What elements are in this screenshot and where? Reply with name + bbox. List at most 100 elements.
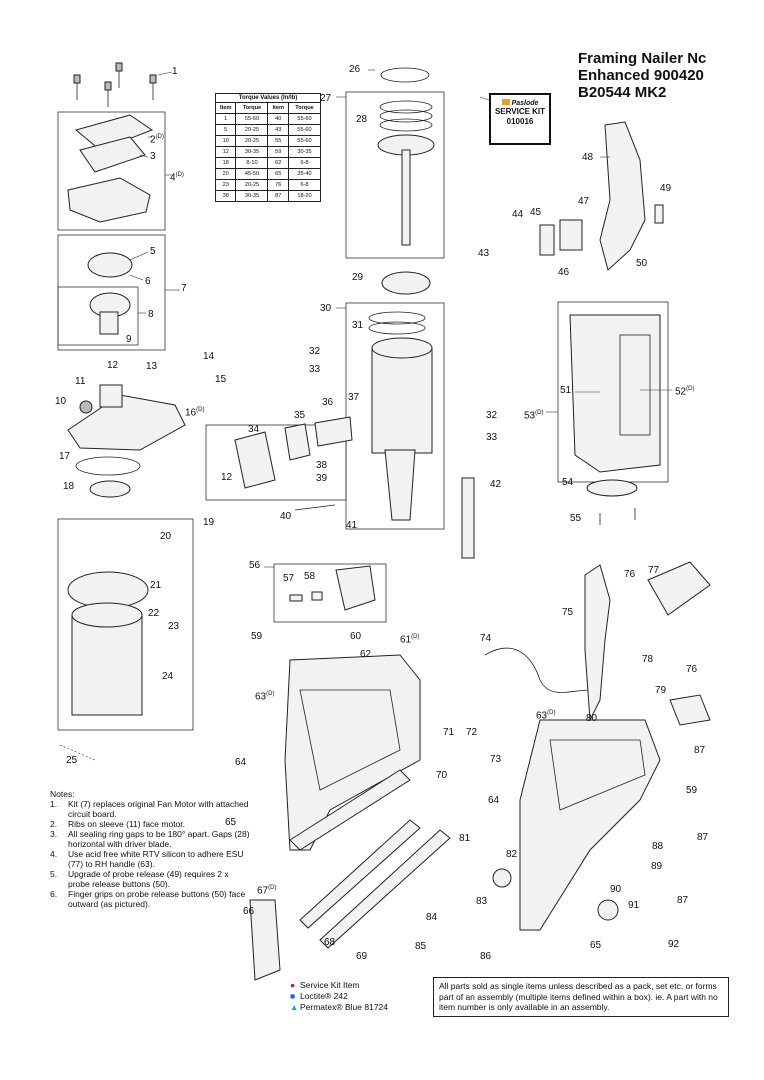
callout-number: 47 (578, 196, 590, 207)
legend-label: Service Kit Item (300, 980, 360, 990)
callout-number: 89 (651, 861, 663, 872)
callout-suffix: (D) (155, 134, 164, 140)
part-callout-87: 87 (677, 895, 688, 906)
part-callout-59: 59 (686, 785, 697, 796)
part-callout-30: 30 (320, 303, 331, 314)
service-kit-box: Paslode SERVICE KIT 010016 (489, 93, 551, 145)
notes-list: 1.Kit (7) replaces original Fan Motor wi… (50, 799, 250, 909)
note-text: All sealing ring gaps to be 180° apart. … (68, 829, 250, 849)
callout-number: 36 (322, 397, 334, 408)
torque-table-cell: 55-60 (287, 135, 322, 147)
callout-number: 23 (168, 621, 180, 632)
part-callout-65: 65 (590, 940, 601, 951)
torque-table-cell: 55 (267, 135, 289, 147)
torque-table-cell: 6-8 (287, 179, 322, 191)
torque-header-item-1: Item (214, 102, 237, 114)
callout-number: 68 (324, 937, 336, 948)
callout-number: 1 (172, 66, 178, 77)
callout-number: 78 (642, 654, 654, 665)
part-callout-88: 88 (652, 841, 663, 852)
part-callout-22: 22 (148, 608, 159, 619)
part-callout-86: 86 (480, 951, 491, 962)
part-callout-87: 87 (697, 832, 708, 843)
part-callout-78: 78 (642, 654, 653, 665)
torque-table-header-row: Item Torque Item Torque (214, 102, 322, 114)
permatex-triangle-icon: ▲ (290, 1002, 299, 1012)
part-callout-42: 42 (490, 479, 501, 490)
callout-number: 59 (686, 785, 698, 796)
callout-number: 75 (562, 607, 574, 618)
part-callout-63: 63(D) (536, 708, 555, 721)
callout-number: 21 (150, 580, 162, 591)
part-callout-49: 49 (660, 183, 671, 194)
torque-table-cell: 30-35 (287, 146, 322, 158)
callout-number: 72 (466, 727, 478, 738)
callout-number: 61 (400, 634, 412, 646)
title-line-3: B20544 MK2 (578, 84, 667, 101)
callout-number: 11 (75, 376, 86, 387)
callout-number: 5 (150, 246, 156, 257)
part-callout-52: 52(D) (675, 384, 694, 397)
callout-number: 12 (107, 360, 119, 371)
symbol-legend: ●Service Kit Item ■Loctite® 242 ▲Permate… (290, 980, 388, 1013)
part-callout-84: 84 (426, 912, 437, 923)
part-callout-50: 50 (636, 258, 647, 269)
torque-table-cell: 65 (267, 168, 289, 180)
part-callout-8: 8 (148, 309, 154, 320)
callout-number: 55 (570, 513, 582, 524)
part-callout-60: 60 (350, 631, 361, 642)
callout-number: 37 (348, 392, 360, 403)
callout-number: 12 (221, 472, 233, 483)
callout-suffix: (D) (196, 407, 205, 413)
callout-number: 30 (320, 303, 332, 314)
part-callout-21: 21 (150, 580, 161, 591)
callout-number: 90 (610, 884, 622, 895)
callout-number: 41 (346, 520, 358, 531)
part-callout-81: 81 (459, 833, 470, 844)
part-callout-64: 64 (488, 795, 499, 806)
callout-number: 42 (490, 479, 502, 490)
part-callout-76: 76 (624, 569, 635, 580)
callout-number: 9 (126, 334, 132, 345)
part-callout-85: 85 (415, 941, 426, 952)
callout-number: 56 (249, 560, 261, 571)
part-callout-64: 64 (235, 757, 246, 768)
note-item: 5.Upgrade of probe release (49) requires… (50, 869, 250, 889)
torque-table-cell: 35-40 (287, 168, 322, 180)
part-callout-57: 57 (283, 573, 294, 584)
part-callout-1: 1 (172, 66, 178, 77)
callout-number: 81 (459, 833, 471, 844)
part-callout-55: 55 (570, 513, 581, 524)
callout-number: 63 (255, 691, 267, 703)
title-line-1: Framing Nailer Nc (578, 50, 707, 67)
part-callout-32: 32 (309, 346, 320, 357)
callout-number: 63 (536, 710, 548, 722)
part-callout-92: 92 (668, 939, 679, 950)
part-callout-67: 67(D) (257, 883, 276, 896)
torque-table-cell: 76 (267, 179, 289, 191)
part-callout-25: 25 (66, 755, 77, 766)
part-callout-76: 76 (686, 664, 697, 675)
note-number: 1. (50, 799, 58, 809)
callout-number: 84 (426, 912, 438, 923)
note-text: Ribs on sleeve (11) face motor. (68, 819, 186, 829)
callout-number: 71 (443, 727, 455, 738)
part-callout-23: 23 (168, 621, 179, 632)
part-callout-18: 18 (63, 481, 74, 492)
callout-number: 13 (146, 361, 158, 372)
torque-table-cell: 55-60 (235, 113, 269, 125)
part-callout-6: 6 (145, 276, 151, 287)
callout-number: 60 (350, 631, 362, 642)
torque-table-cell: 23 (214, 179, 237, 191)
part-callout-3: 3 (150, 151, 156, 162)
note-number: 5. (50, 869, 58, 879)
part-callout-71: 71 (443, 727, 454, 738)
torque-table-cell: 55-60 (287, 124, 322, 136)
part-callout-68: 68 (324, 937, 335, 948)
torque-table-cell: 10 (214, 135, 237, 147)
callout-number: 16 (185, 407, 197, 419)
